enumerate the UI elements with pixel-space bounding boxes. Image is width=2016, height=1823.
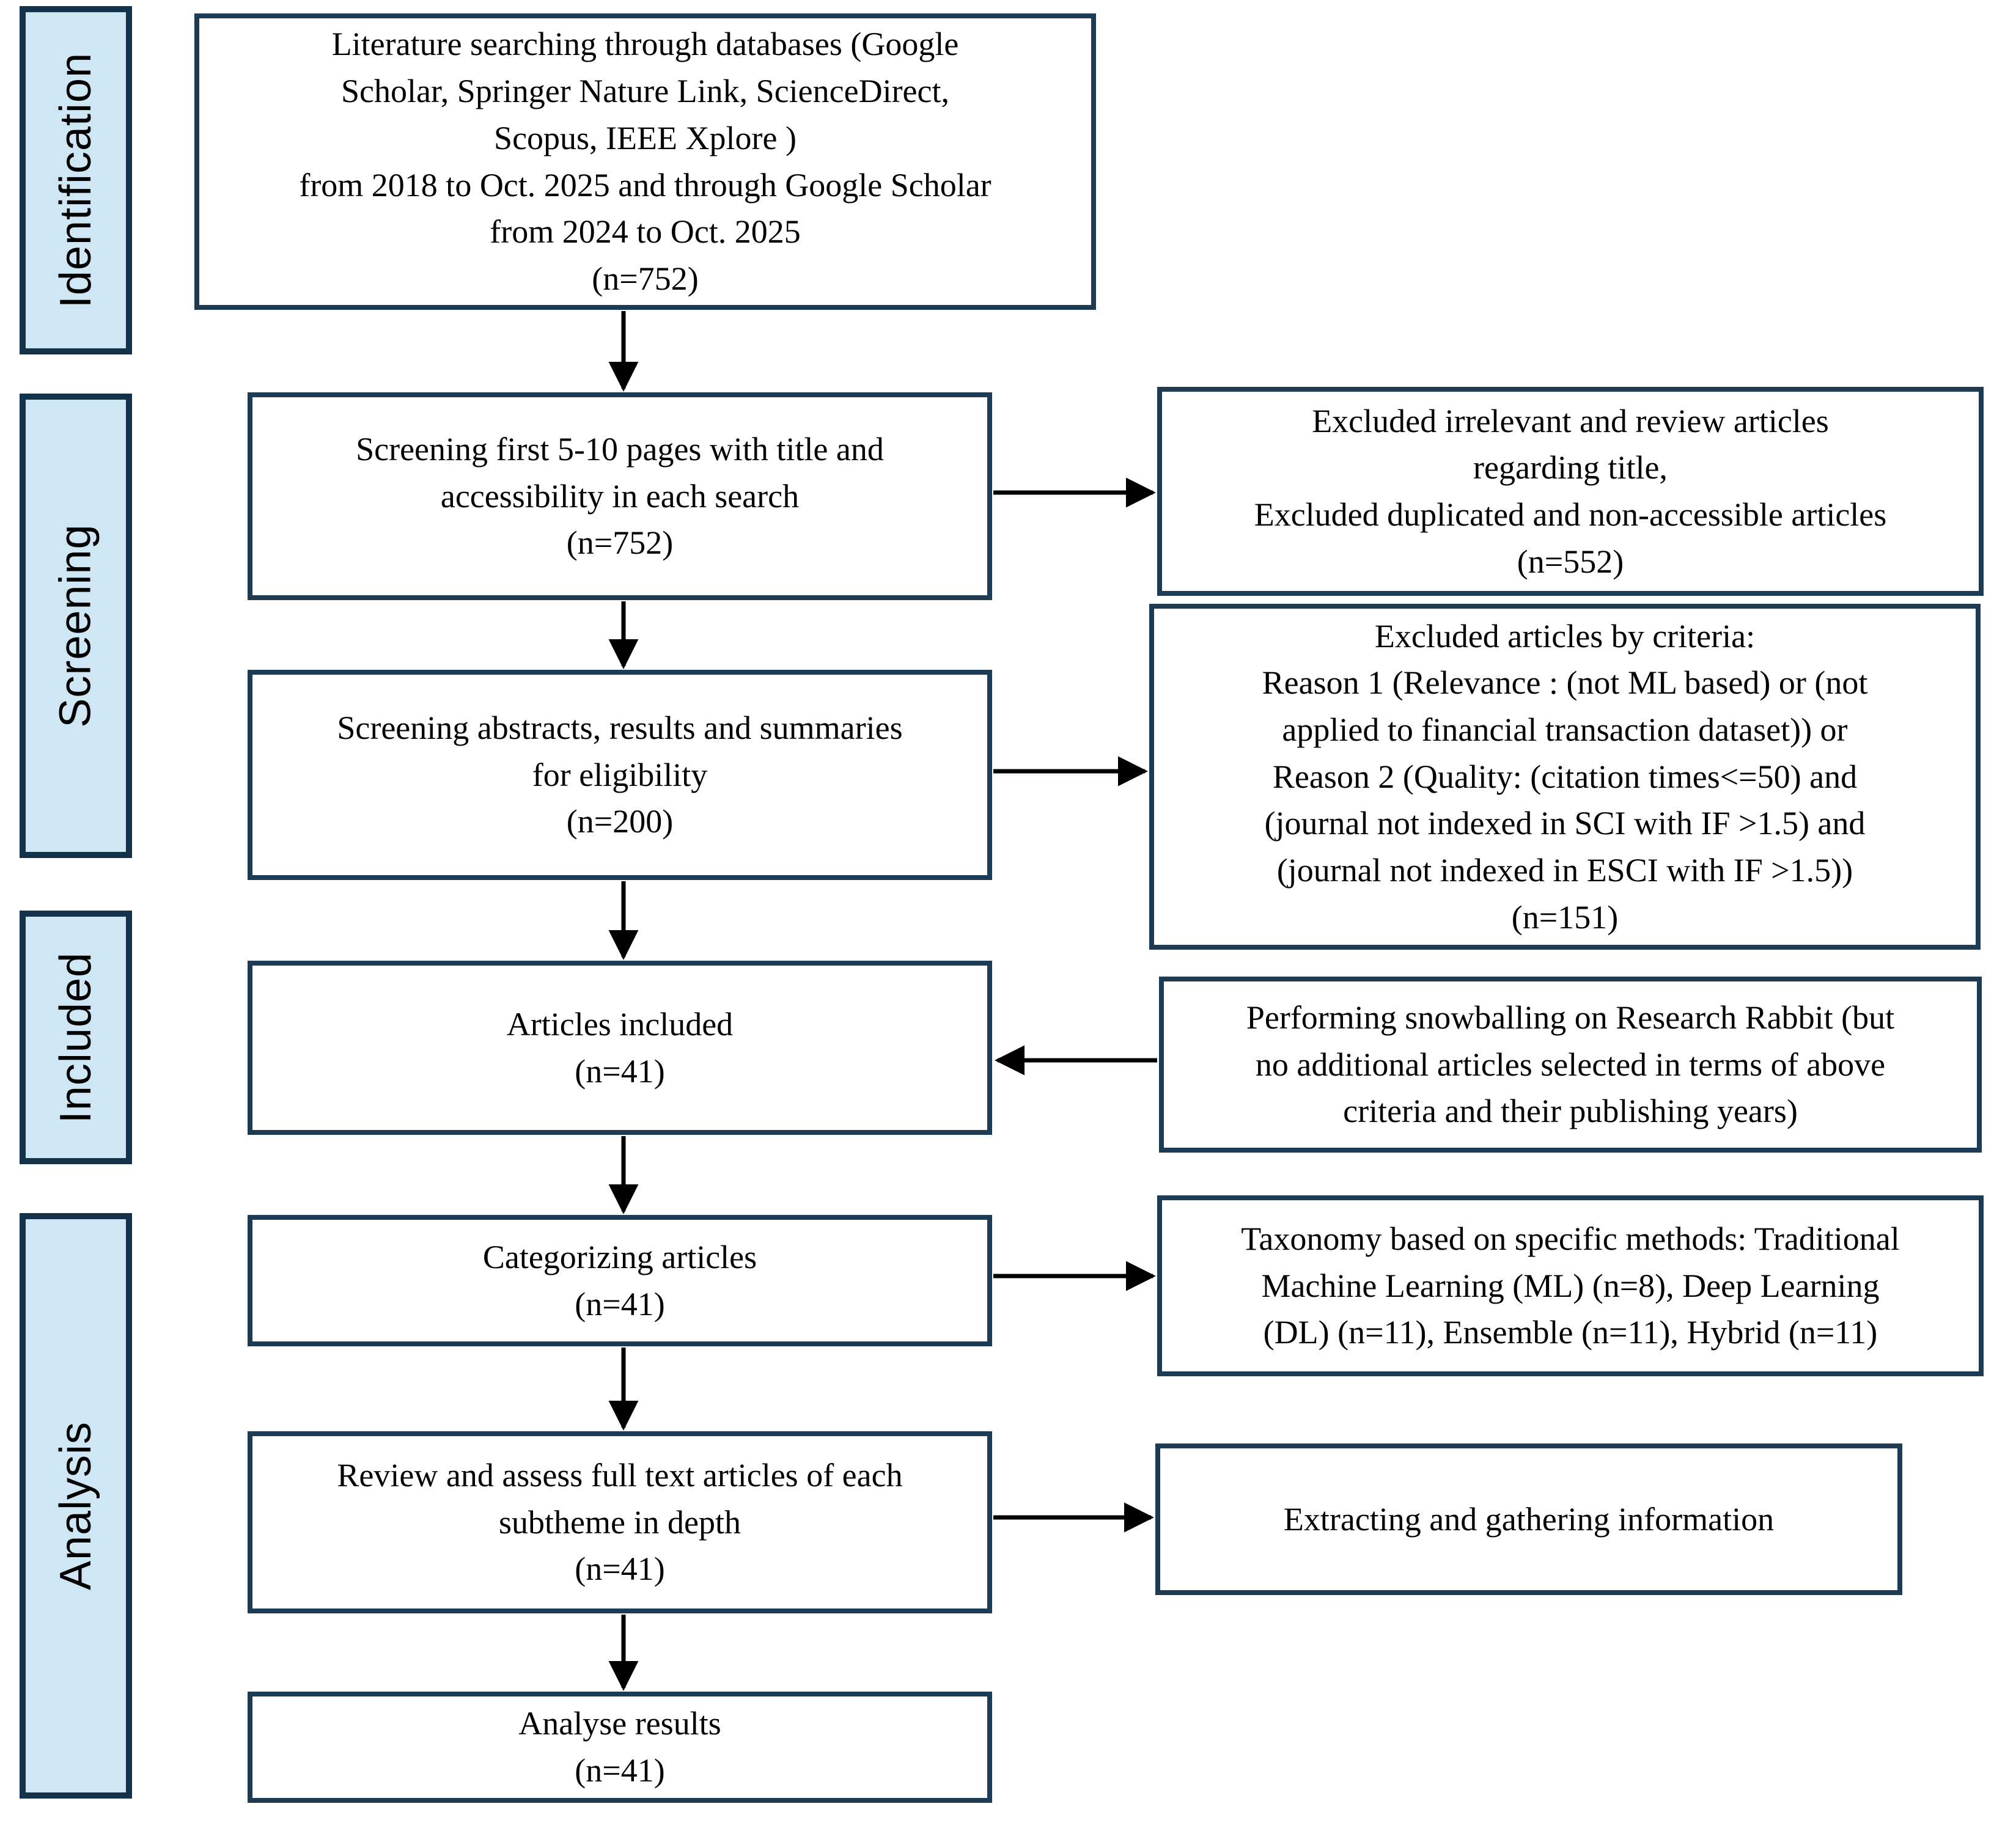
stage-included-label: Included <box>51 952 100 1123</box>
stage-identification-label: Identification <box>51 52 101 309</box>
box-snowballing: Performing snowballing on Research Rabbi… <box>1159 977 1982 1153</box>
stage-included: Included <box>20 911 132 1164</box>
box-excluded-criteria: Excluded articles by criteria: Reason 1 … <box>1149 604 1981 950</box>
box-literature-search: Literature searching through databases (… <box>194 13 1096 310</box>
box-categorizing-articles: Categorizing articles (n=41) <box>248 1215 992 1346</box>
box-excluded-title: Excluded irrelevant and review articles … <box>1157 387 1984 596</box>
box-articles-included: Articles included (n=41) <box>248 961 992 1135</box>
box-extracting-information: Extracting and gathering information <box>1155 1443 1902 1595</box>
stage-screening-label: Screening <box>51 524 100 728</box>
stage-analysis-label: Analysis <box>51 1421 101 1591</box>
stage-identification: Identification <box>20 6 132 354</box>
box-screening-title-accessibility: Screening first 5-10 pages with title an… <box>248 392 992 600</box>
box-analyse-results: Analyse results (n=41) <box>248 1692 992 1803</box>
box-screening-abstracts: Screening abstracts, results and summari… <box>248 670 992 880</box>
box-review-full-text: Review and assess full text articles of … <box>248 1431 992 1613</box>
stage-analysis: Analysis <box>20 1213 132 1799</box>
stage-screening: Screening <box>20 394 132 858</box>
box-taxonomy: Taxonomy based on specific methods: Trad… <box>1157 1195 1984 1376</box>
